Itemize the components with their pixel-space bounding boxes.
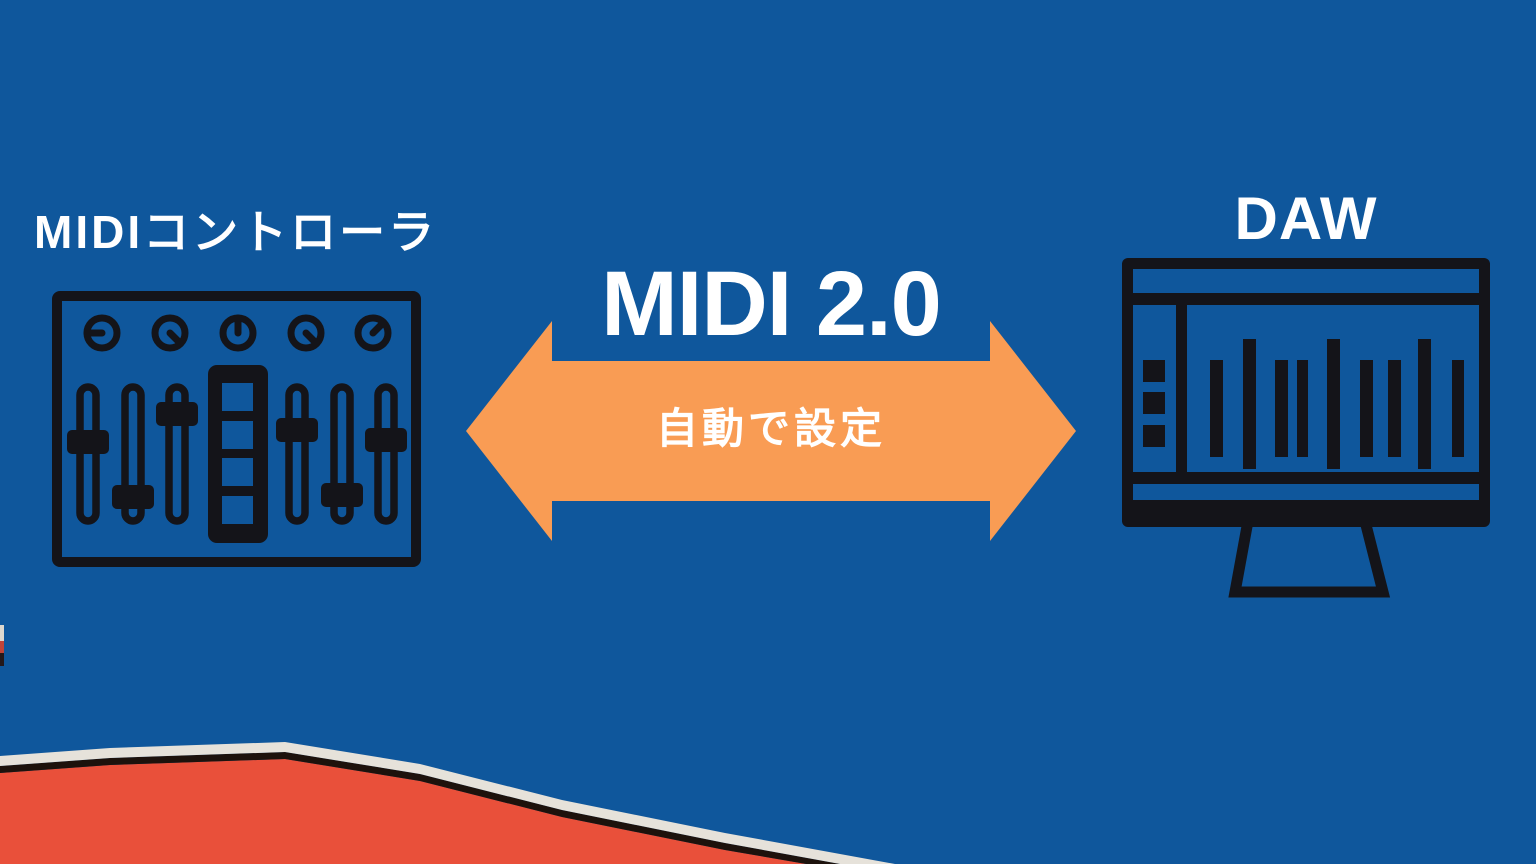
daw-title: DAW bbox=[1234, 185, 1378, 252]
artifact-white bbox=[0, 625, 4, 641]
roof-shadow-line bbox=[0, 752, 841, 864]
mixer-panel-outline bbox=[52, 291, 421, 567]
background-photo-artifact bbox=[0, 625, 4, 666]
artifact-red bbox=[0, 641, 4, 653]
midi-controller-title: MIDIコントローラ bbox=[34, 206, 438, 258]
daw-window-layout bbox=[1133, 293, 1479, 484]
knob-icon bbox=[151, 314, 189, 352]
daw-monitor-icon bbox=[1122, 258, 1490, 598]
bidirectional-arrow bbox=[466, 321, 1076, 541]
roof-red-area bbox=[0, 759, 807, 864]
arrow-label: 自動で設定 bbox=[655, 405, 886, 452]
knob-icon bbox=[219, 314, 257, 352]
mixer-knob-row bbox=[83, 314, 392, 352]
mixer-level-meter bbox=[208, 365, 268, 543]
mixer-fader-handles bbox=[67, 402, 407, 509]
midi-controller-icon bbox=[52, 291, 421, 567]
knob-icon bbox=[287, 314, 325, 352]
daw-track-bars bbox=[1210, 339, 1464, 469]
monitor-stand bbox=[1228, 519, 1391, 598]
roof-white-band bbox=[0, 742, 895, 864]
knob-icon bbox=[354, 314, 392, 352]
protocol-label: MIDI 2.0 bbox=[601, 253, 942, 355]
knob-icon bbox=[83, 314, 121, 352]
rooftop-photo-edge bbox=[0, 742, 895, 864]
artifact-dark bbox=[0, 653, 4, 666]
daw-sidebar-buttons bbox=[1143, 360, 1165, 447]
